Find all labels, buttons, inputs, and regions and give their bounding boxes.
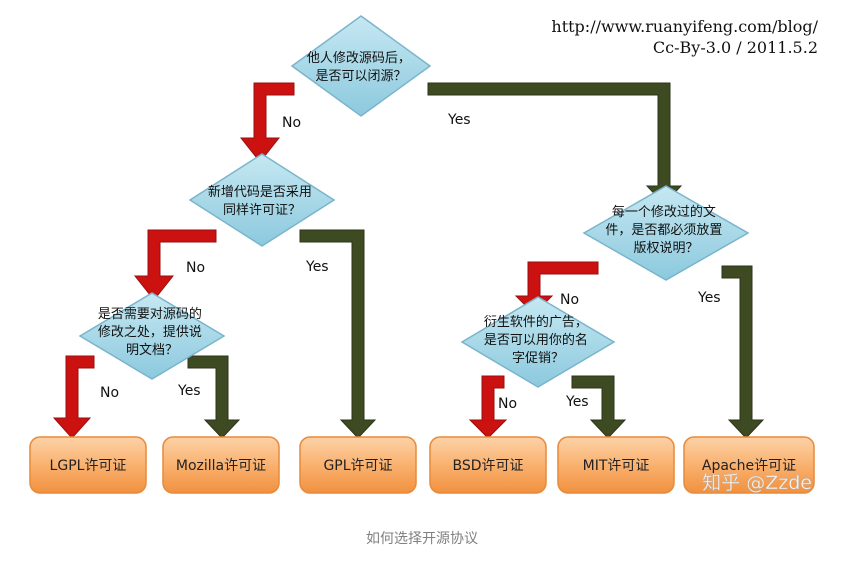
- q4-line-3: 版权说明？: [633, 240, 698, 256]
- watermark: 知乎 @Zzde: [702, 472, 812, 494]
- license-label-bsd: BSD许可证: [452, 458, 523, 474]
- license-label-gpl: GPL许可证: [323, 458, 392, 474]
- svg-text:是否需要对源码的 修改之处，提供说: 是否需要对源码的 修改之处，提供说 明文档？: [98, 306, 206, 358]
- q4-line-1: 每一个修改过的文: [612, 204, 716, 220]
- edge-label-q2-yes: Yes: [305, 259, 329, 275]
- arrow-q3-no: [52, 355, 95, 439]
- decision-q1: 他人修改源码后， 是否可以闭源？: [290, 15, 432, 117]
- svg-text:每一个修改过的文 件，是否都必须放置: 每一个修改过的文 件，是否都必须放置 版权说明？: [605, 204, 726, 256]
- license-box-bsd: BSD许可证: [429, 436, 547, 494]
- q3-line-2: 修改之处，提供说: [98, 324, 202, 340]
- credit-license: Cc-By-3.0 / 2011.5.2: [653, 38, 818, 57]
- edge-label-q1-no: No: [282, 115, 301, 131]
- license-label-lgpl: LGPL许可证: [50, 458, 127, 474]
- license-label-apache: Apache许可证: [702, 458, 796, 474]
- arrow-q1-yes: [427, 82, 683, 205]
- edge-label-q5-yes: Yes: [565, 394, 589, 410]
- edge-label-q2-no: No: [186, 260, 205, 276]
- edge-label-q4-yes: Yes: [697, 290, 721, 306]
- decision-q3: 是否需要对源码的 修改之处，提供说 明文档？: [78, 292, 226, 380]
- edge-label-q1-yes: Yes: [447, 112, 471, 128]
- license-label-mit: MIT许可证: [583, 458, 650, 474]
- q5-line-1: 衍生软件的广告，: [484, 314, 588, 330]
- edge-label-q4-no: No: [560, 292, 579, 308]
- figure-caption: 如何选择开源协议: [366, 531, 478, 547]
- q4-line-2: 件，是否都必须放置: [605, 223, 722, 238]
- q3-line-3: 明文档？: [126, 343, 178, 358]
- q5-line-3: 字促销？: [512, 351, 564, 366]
- license-box-gpl: GPL许可证: [299, 436, 417, 494]
- arrow-q5-no: [468, 375, 508, 439]
- edge-label-q3-yes: Yes: [177, 383, 201, 399]
- license-box-apache: Apache许可证: [683, 436, 815, 494]
- decision-q5: 衍生软件的广告， 是否可以用你的名 字促销？: [460, 296, 616, 388]
- q2-line-2: 同样许可证？: [223, 203, 301, 218]
- q3-line-1: 是否需要对源码的: [98, 306, 202, 322]
- decision-q2: 新增代码是否采用 同样许可证？: [188, 153, 336, 247]
- arrow-q3-yes: [187, 355, 241, 439]
- svg-text:衍生软件的广告， 是否可以用你的名: 衍生软件的广告， 是否可以用你的名 字促销？: [484, 314, 592, 366]
- q5-line-2: 是否可以用你的名: [484, 332, 588, 348]
- arrow-q1-no: [239, 82, 295, 163]
- license-label-mozilla: Mozilla许可证: [176, 458, 266, 474]
- arrow-q2-no: [133, 229, 217, 301]
- license-box-mozilla: Mozilla许可证: [162, 436, 280, 494]
- arrow-q4-yes: [721, 265, 765, 439]
- credit-url: http://www.ruanyifeng.com/blog/: [551, 17, 818, 36]
- q1-line-2: 是否可以闭源？: [315, 69, 406, 84]
- edge-label-q5-no: No: [498, 396, 517, 412]
- license-flowchart: 他人修改源码后， 是否可以闭源？ 新增代码是否采用 同样许可证？ 是否需要对源码…: [29, 15, 819, 494]
- svg-text:他人修改源码后， 是否可以闭源？: 他人修改源码后， 是否可以闭源？: [307, 51, 415, 84]
- license-box-lgpl: LGPL许可证: [29, 436, 147, 494]
- arrow-q5-yes: [571, 375, 627, 439]
- q2-line-1: 新增代码是否采用: [208, 184, 312, 200]
- arrow-q2-yes: [299, 229, 377, 439]
- edge-label-q3-no: No: [100, 385, 119, 401]
- decision-q4: 每一个修改过的文 件，是否都必须放置 版权说明？: [582, 185, 750, 281]
- q1-line-1: 他人修改源码后，: [307, 51, 411, 66]
- license-box-mit: MIT许可证: [557, 436, 675, 494]
- svg-text:新增代码是否采用 同样许可证？: 新增代码是否采用 同样许可证？: [208, 184, 316, 218]
